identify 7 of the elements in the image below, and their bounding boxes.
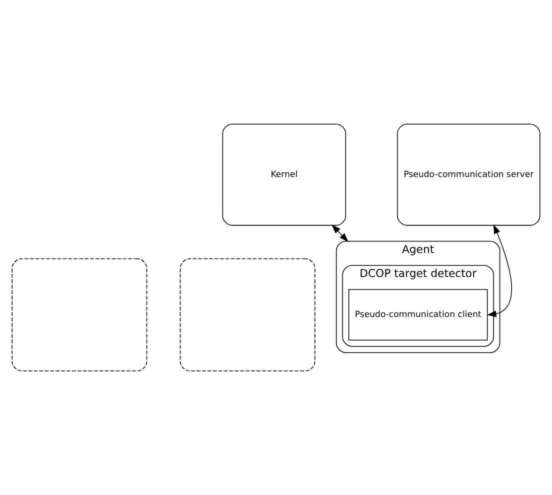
node-box: Pseudo-communication server [397, 124, 540, 226]
node-box [180, 258, 316, 372]
node-box: Kernel [222, 124, 346, 226]
node-box [12, 258, 148, 372]
arrow [332, 224, 349, 242]
arrow [486, 224, 512, 318]
node-box: Pseudo-communication client [348, 289, 488, 341]
